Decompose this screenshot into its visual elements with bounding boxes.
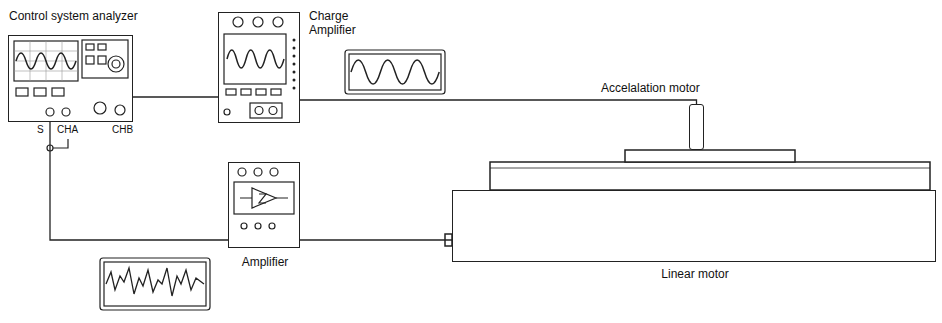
linear-motor-stage xyxy=(445,150,930,246)
charge-amplifier-detail xyxy=(269,107,277,115)
waveform-inset xyxy=(100,258,210,310)
linear-motor-stage xyxy=(625,150,795,162)
charge-amplifier-detail xyxy=(293,39,296,42)
port-label: CHA xyxy=(57,124,78,136)
amplifier-detail xyxy=(252,188,276,208)
charge-amplifier-detail xyxy=(293,47,296,50)
waveform-inset xyxy=(104,262,206,306)
charge-amplifier-detail xyxy=(293,79,296,82)
analyzer-detail xyxy=(108,56,124,72)
waveform-inset xyxy=(351,60,439,84)
amplifier-detail xyxy=(234,168,294,229)
signal-cable xyxy=(300,100,697,104)
analyzer-detail xyxy=(82,40,128,78)
waveform-inset xyxy=(349,54,441,90)
amplifier-box: Amplifier xyxy=(228,162,300,248)
signal-cable xyxy=(300,239,452,240)
charge-amplifier-detail xyxy=(293,55,296,58)
amplifier-detail xyxy=(259,194,266,203)
amplifier-detail xyxy=(254,168,262,176)
port-label: CHB xyxy=(112,124,133,136)
charge-amplifier-detail xyxy=(224,17,296,118)
analyzer-detail xyxy=(98,44,106,50)
charge-amplifier-detail xyxy=(250,103,282,118)
analyzer-detail xyxy=(86,56,94,64)
analyzer-box: Control system analyzer xyxy=(8,35,133,122)
node-label: Amplifier xyxy=(229,255,301,269)
analyzer-detail xyxy=(46,108,54,116)
acceleration-sensor: Accelalation motor xyxy=(689,104,704,150)
analyzer-detail xyxy=(62,108,70,116)
charge-amplifier-detail xyxy=(224,109,230,115)
charge-amplifier-detail xyxy=(293,39,296,90)
charge-amplifier-detail xyxy=(293,63,296,66)
node-label: Control system analyzer xyxy=(9,9,189,23)
analyzer-detail xyxy=(34,88,46,96)
waveform-inset xyxy=(345,50,445,94)
analyzer-detail xyxy=(112,60,120,68)
node-label: Linear motor xyxy=(453,267,937,281)
waveform-inset xyxy=(345,50,445,94)
charge-amplifier-detail xyxy=(226,89,236,95)
waveform-inset xyxy=(106,268,204,296)
charge-amplifier-detail xyxy=(233,17,243,27)
analyzer-detail xyxy=(86,44,94,50)
analyzer-detail xyxy=(52,88,64,96)
analyzer-detail xyxy=(16,88,28,96)
charge-amplifier-detail xyxy=(256,89,266,95)
charge-amplifier-detail xyxy=(271,89,281,95)
analyzer-detail xyxy=(53,139,68,148)
amplifier-detail xyxy=(241,223,247,229)
analyzer-detail xyxy=(98,56,106,64)
charge-amplifier-box: Charge Amplifier xyxy=(218,12,300,123)
amplifier-detail xyxy=(270,168,278,176)
node-label: Accelalation motor xyxy=(601,81,761,95)
charge-amplifier-detail xyxy=(293,87,296,90)
port-label: S xyxy=(37,124,44,136)
amplifier-detail xyxy=(269,223,275,229)
amplifier-detail xyxy=(240,197,288,198)
analyzer-detail xyxy=(16,53,76,69)
analyzer-detail xyxy=(14,41,78,81)
charge-amplifier-detail xyxy=(227,50,284,68)
amplifier-detail xyxy=(238,168,246,176)
signal-cable xyxy=(50,122,228,240)
analyzer-detail xyxy=(14,40,128,151)
analyzer-detail xyxy=(115,105,125,115)
charge-amplifier-detail xyxy=(253,17,263,27)
analyzer-detail xyxy=(14,41,78,81)
linear-motor-stage xyxy=(490,162,930,190)
charge-amplifier-detail xyxy=(241,89,251,95)
linear-motor-stage xyxy=(490,168,930,169)
linear-motor-base: Linear motor xyxy=(452,190,936,262)
charge-amplifier-detail xyxy=(224,34,286,84)
charge-amplifier-detail xyxy=(273,17,283,27)
amplifier-detail xyxy=(234,182,294,214)
node-label: Charge Amplifier xyxy=(309,9,381,38)
analyzer-detail xyxy=(94,102,106,114)
amplifier-detail xyxy=(255,223,261,229)
waveform-inset xyxy=(100,258,210,310)
signal-cable xyxy=(133,96,218,97)
charge-amplifier-detail xyxy=(293,71,296,74)
charge-amplifier-detail xyxy=(255,107,263,115)
